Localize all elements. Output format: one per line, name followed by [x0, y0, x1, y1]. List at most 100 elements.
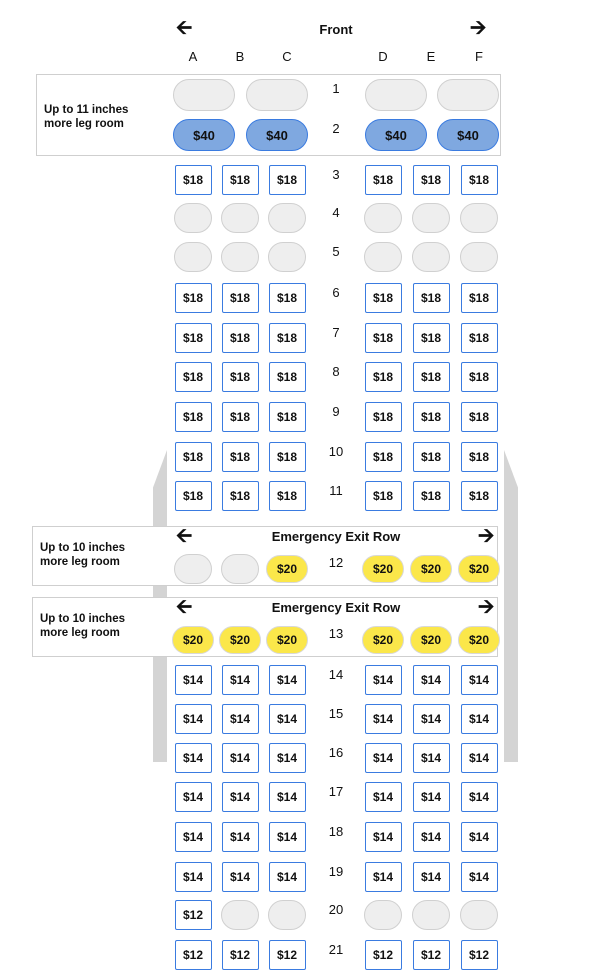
seat-available[interactable]: $14 — [268, 665, 306, 695]
seat-available[interactable]: $14 — [174, 665, 212, 695]
seat-available[interactable]: $12 — [364, 940, 402, 970]
seat-available[interactable]: $20 — [172, 626, 214, 654]
seat-available[interactable]: $12 — [412, 940, 450, 970]
seat-available[interactable]: $12 — [174, 900, 212, 930]
seat-available[interactable]: $20 — [219, 626, 261, 654]
seat-available[interactable]: $18 — [174, 165, 212, 195]
arrow-right-icon[interactable]: 🡪 — [478, 525, 495, 547]
seat-available[interactable]: $14 — [460, 782, 498, 812]
seat-available[interactable]: $18 — [460, 165, 498, 195]
seat-available[interactable]: $14 — [174, 782, 212, 812]
seat-available[interactable]: $18 — [364, 165, 402, 195]
seat-available[interactable]: $14 — [364, 822, 402, 852]
arrow-right-icon[interactable]: 🡪 — [478, 596, 495, 618]
seat-available[interactable]: $18 — [268, 481, 306, 511]
seat-available[interactable]: $18 — [412, 362, 450, 392]
seat-available[interactable]: $18 — [221, 481, 259, 511]
seat-available[interactable]: $14 — [221, 743, 259, 773]
seat-available[interactable]: $18 — [174, 283, 212, 313]
seat-available[interactable]: $18 — [221, 402, 259, 432]
seat-available[interactable]: $18 — [268, 442, 306, 472]
seat-available[interactable]: $14 — [268, 743, 306, 773]
seat-available[interactable]: $18 — [364, 323, 402, 353]
seat-available[interactable]: $18 — [412, 165, 450, 195]
seat-available[interactable]: $18 — [174, 402, 212, 432]
arrow-left-icon[interactable]: 🡨 — [176, 596, 193, 618]
arrow-left-icon[interactable]: 🡨 — [176, 17, 193, 39]
seat-available[interactable]: $40 — [173, 119, 235, 151]
seat-available[interactable]: $18 — [268, 165, 306, 195]
seat-available[interactable]: $14 — [174, 862, 212, 892]
seat-available[interactable]: $18 — [364, 362, 402, 392]
seat-available[interactable]: $14 — [412, 822, 450, 852]
seat-available[interactable]: $12 — [268, 940, 306, 970]
seat-available[interactable]: $14 — [221, 665, 259, 695]
seat-available[interactable]: $18 — [221, 362, 259, 392]
seat-available[interactable]: $18 — [412, 481, 450, 511]
seat-available[interactable]: $14 — [268, 704, 306, 734]
seat-available[interactable]: $14 — [460, 822, 498, 852]
seat-available[interactable]: $14 — [268, 782, 306, 812]
seat-available[interactable]: $14 — [412, 743, 450, 773]
seat-available[interactable]: $14 — [460, 665, 498, 695]
arrow-right-icon[interactable]: 🡪 — [470, 17, 487, 39]
seat-available[interactable]: $18 — [268, 283, 306, 313]
seat-available[interactable]: $18 — [412, 323, 450, 353]
seat-available[interactable]: $14 — [174, 704, 212, 734]
seat-available[interactable]: $12 — [460, 940, 498, 970]
seat-available[interactable]: $14 — [221, 704, 259, 734]
seat-available[interactable]: $18 — [364, 481, 402, 511]
seat-available[interactable]: $14 — [364, 862, 402, 892]
seat-available[interactable]: $14 — [364, 743, 402, 773]
seat-available[interactable]: $18 — [268, 323, 306, 353]
seat-available[interactable]: $20 — [410, 555, 452, 583]
seat-available[interactable]: $14 — [221, 782, 259, 812]
seat-available[interactable]: $40 — [246, 119, 308, 151]
seat-available[interactable]: $14 — [174, 743, 212, 773]
seat-available[interactable]: $20 — [458, 555, 500, 583]
seat-available[interactable]: $18 — [221, 442, 259, 472]
arrow-left-icon[interactable]: 🡨 — [176, 525, 193, 547]
seat-available[interactable]: $18 — [174, 442, 212, 472]
seat-available[interactable]: $18 — [412, 283, 450, 313]
seat-available[interactable]: $12 — [221, 940, 259, 970]
seat-available[interactable]: $14 — [460, 704, 498, 734]
seat-available[interactable]: $18 — [268, 402, 306, 432]
seat-available[interactable]: $18 — [174, 362, 212, 392]
seat-available[interactable]: $18 — [412, 402, 450, 432]
seat-available[interactable]: $14 — [364, 782, 402, 812]
seat-available[interactable]: $18 — [221, 165, 259, 195]
seat-available[interactable]: $18 — [221, 323, 259, 353]
seat-available[interactable]: $14 — [268, 822, 306, 852]
seat-available[interactable]: $20 — [266, 555, 308, 583]
seat-available[interactable]: $14 — [412, 665, 450, 695]
seat-available[interactable]: $14 — [364, 665, 402, 695]
seat-available[interactable]: $18 — [364, 283, 402, 313]
seat-available[interactable]: $20 — [362, 626, 404, 654]
seat-available[interactable]: $18 — [268, 362, 306, 392]
seat-available[interactable]: $14 — [412, 704, 450, 734]
seat-available[interactable]: $14 — [460, 743, 498, 773]
seat-available[interactable]: $40 — [437, 119, 499, 151]
seat-available[interactable]: $18 — [364, 402, 402, 432]
seat-available[interactable]: $18 — [460, 323, 498, 353]
seat-available[interactable]: $18 — [460, 362, 498, 392]
seat-available[interactable]: $14 — [268, 862, 306, 892]
seat-available[interactable]: $18 — [460, 481, 498, 511]
seat-available[interactable]: $18 — [174, 481, 212, 511]
seat-available[interactable]: $20 — [458, 626, 500, 654]
seat-available[interactable]: $18 — [364, 442, 402, 472]
seat-available[interactable]: $20 — [362, 555, 404, 583]
seat-available[interactable]: $14 — [364, 704, 402, 734]
seat-available[interactable]: $18 — [221, 283, 259, 313]
seat-available[interactable]: $18 — [460, 442, 498, 472]
seat-available[interactable]: $20 — [410, 626, 452, 654]
seat-available[interactable]: $14 — [221, 822, 259, 852]
seat-available[interactable]: $14 — [412, 862, 450, 892]
seat-available[interactable]: $18 — [412, 442, 450, 472]
seat-available[interactable]: $18 — [460, 283, 498, 313]
seat-available[interactable]: $18 — [174, 323, 212, 353]
seat-available[interactable]: $12 — [174, 940, 212, 970]
seat-available[interactable]: $14 — [412, 782, 450, 812]
seat-available[interactable]: $14 — [460, 862, 498, 892]
